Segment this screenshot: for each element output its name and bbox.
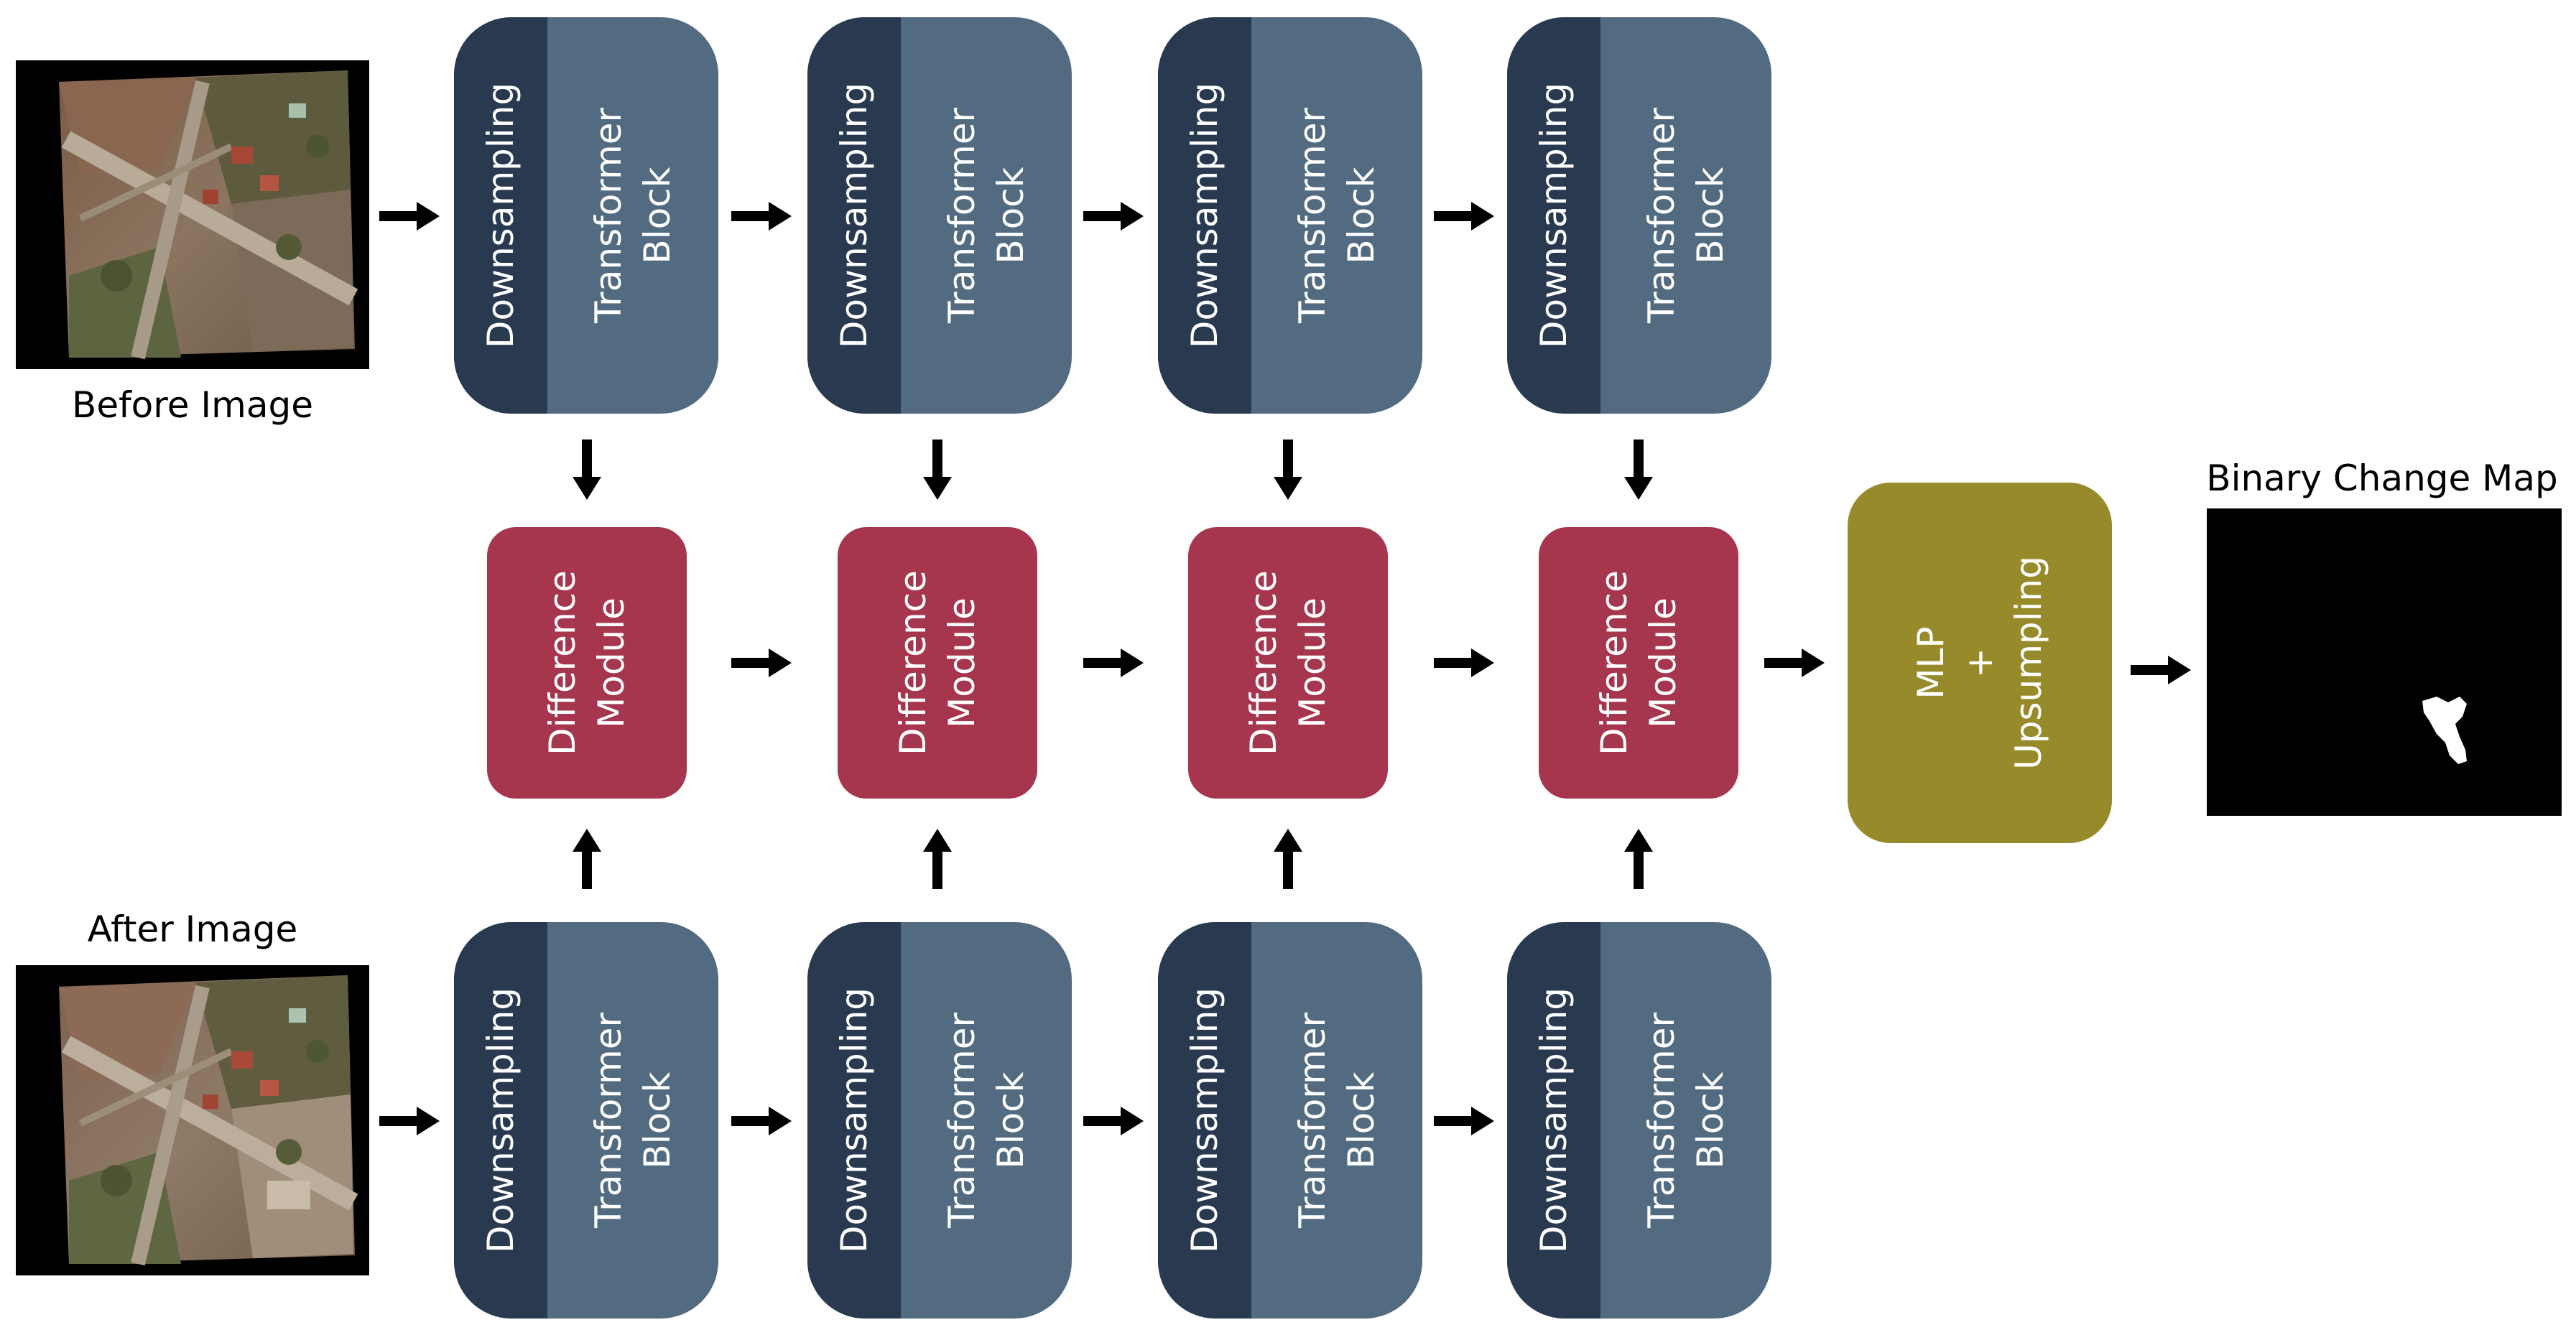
downsampling-label: Downsampling (480, 82, 522, 349)
downsampling-section: Downsampling (807, 922, 901, 1319)
difference-label: Difference (542, 570, 583, 755)
change-map-caption: Binary Change Map (2206, 457, 2558, 499)
arrow-right-icon (1434, 202, 1494, 231)
difference-module-2: Difference Module (838, 527, 1037, 799)
block-label: Block (990, 1071, 1032, 1169)
downsampling-label: Downsampling (1533, 987, 1575, 1254)
after-image-caption: After Image (87, 908, 298, 950)
before-image-caption: Before Image (72, 384, 313, 426)
downsampling-section: Downsampling (1158, 17, 1251, 414)
arrow-right-icon (379, 202, 440, 231)
downsampling-section: Downsampling (454, 922, 547, 1319)
arrow-down-icon (1274, 440, 1302, 500)
transformer-section: Transformer Block (901, 922, 1072, 1319)
change-map-region (2422, 697, 2467, 764)
downsampling-label: Downsampling (480, 987, 522, 1254)
arrow-down-icon (1624, 440, 1653, 500)
difference-module-4: Difference Module (1539, 527, 1738, 799)
arrow-up-icon (923, 829, 952, 889)
encoder-bottom-stage-2: Downsampling Transformer Block (807, 922, 1072, 1319)
arrow-down-icon (923, 440, 952, 500)
block-label: Block (1690, 167, 1731, 264)
downsampling-label: Downsampling (1184, 987, 1226, 1254)
arrow-right-icon (1764, 648, 1825, 677)
difference-module-1: Difference Module (487, 527, 687, 799)
mlp-label: MLP (1910, 626, 1952, 699)
block-label: Block (1340, 1071, 1382, 1169)
encoder-top-stage-1: Downsampling Transformer Block (454, 17, 718, 414)
before-image (16, 60, 369, 369)
module-label: Module (941, 597, 983, 728)
transformer-label: Transformer (1292, 1012, 1333, 1229)
transformer-label: Transformer (1641, 107, 1682, 324)
arrow-right-icon (1083, 202, 1144, 231)
encoder-top-stage-3: Downsampling Transformer Block (1158, 17, 1422, 414)
difference-label: Difference (892, 570, 934, 755)
encoder-bottom-stage-1: Downsampling Transformer Block (454, 922, 718, 1319)
block-label: Block (990, 167, 1032, 264)
after-image-photo (59, 975, 358, 1266)
module-label: Module (590, 597, 632, 728)
arrow-right-icon (731, 1107, 792, 1135)
difference-label: Difference (1243, 570, 1284, 755)
difference-label: Difference (1593, 570, 1635, 755)
arrow-right-icon (1083, 1107, 1144, 1135)
arrow-up-icon (1274, 829, 1302, 889)
downsampling-section: Downsampling (807, 17, 901, 414)
encoder-top-stage-4: Downsampling Transformer Block (1507, 17, 1771, 414)
transformer-section: Transformer Block (547, 922, 718, 1319)
arrow-right-icon (1083, 648, 1144, 677)
transformer-label: Transformer (941, 1012, 983, 1229)
transformer-label: Transformer (1292, 107, 1333, 324)
block-label: Block (636, 167, 678, 264)
before-image-photo (59, 70, 358, 360)
transformer-label: Transformer (588, 107, 629, 324)
transformer-section: Transformer Block (1600, 922, 1771, 1319)
arrow-down-icon (573, 440, 601, 500)
plus-label: + (1959, 648, 2001, 678)
transformer-section: Transformer Block (1600, 17, 1771, 414)
arrow-right-icon (731, 202, 792, 231)
downsampling-section: Downsampling (1507, 922, 1600, 1319)
arrow-right-icon (731, 648, 792, 677)
arrow-up-icon (573, 829, 601, 889)
transformer-section: Transformer Block (1251, 17, 1422, 414)
block-label: Block (1690, 1071, 1731, 1169)
transformer-section: Transformer Block (901, 17, 1072, 414)
transformer-section: Transformer Block (1251, 922, 1422, 1319)
arrow-right-icon (379, 1107, 440, 1135)
encoder-top-stage-2: Downsampling Transformer Block (807, 17, 1072, 414)
transformer-label: Transformer (588, 1012, 629, 1229)
downsampling-label: Downsampling (833, 82, 875, 349)
downsampling-section: Downsampling (454, 17, 547, 414)
downsampling-label: Downsampling (1533, 82, 1575, 349)
binary-change-map (2207, 508, 2562, 816)
module-label: Module (1642, 597, 1684, 728)
encoder-bottom-stage-3: Downsampling Transformer Block (1158, 922, 1422, 1319)
transformer-section: Transformer Block (547, 17, 718, 414)
module-label: Module (1292, 597, 1333, 728)
arrow-right-icon (1434, 648, 1494, 677)
downsampling-label: Downsampling (833, 987, 875, 1254)
arrow-right-icon (2131, 656, 2191, 684)
upsampling-label: Upsumpling (2008, 556, 2049, 770)
arrow-up-icon (1624, 829, 1653, 889)
difference-module-3: Difference Module (1188, 527, 1388, 799)
after-image (16, 965, 369, 1275)
transformer-label: Transformer (941, 107, 983, 324)
mlp-upsampling-decoder: MLP + Upsumpling (1848, 483, 2112, 843)
downsampling-section: Downsampling (1507, 17, 1600, 414)
block-label: Block (636, 1071, 678, 1169)
downsampling-section: Downsampling (1158, 922, 1251, 1319)
block-label: Block (1340, 167, 1382, 264)
transformer-label: Transformer (1641, 1012, 1682, 1229)
encoder-bottom-stage-4: Downsampling Transformer Block (1507, 922, 1771, 1319)
arrow-right-icon (1434, 1107, 1494, 1135)
downsampling-label: Downsampling (1184, 82, 1226, 349)
